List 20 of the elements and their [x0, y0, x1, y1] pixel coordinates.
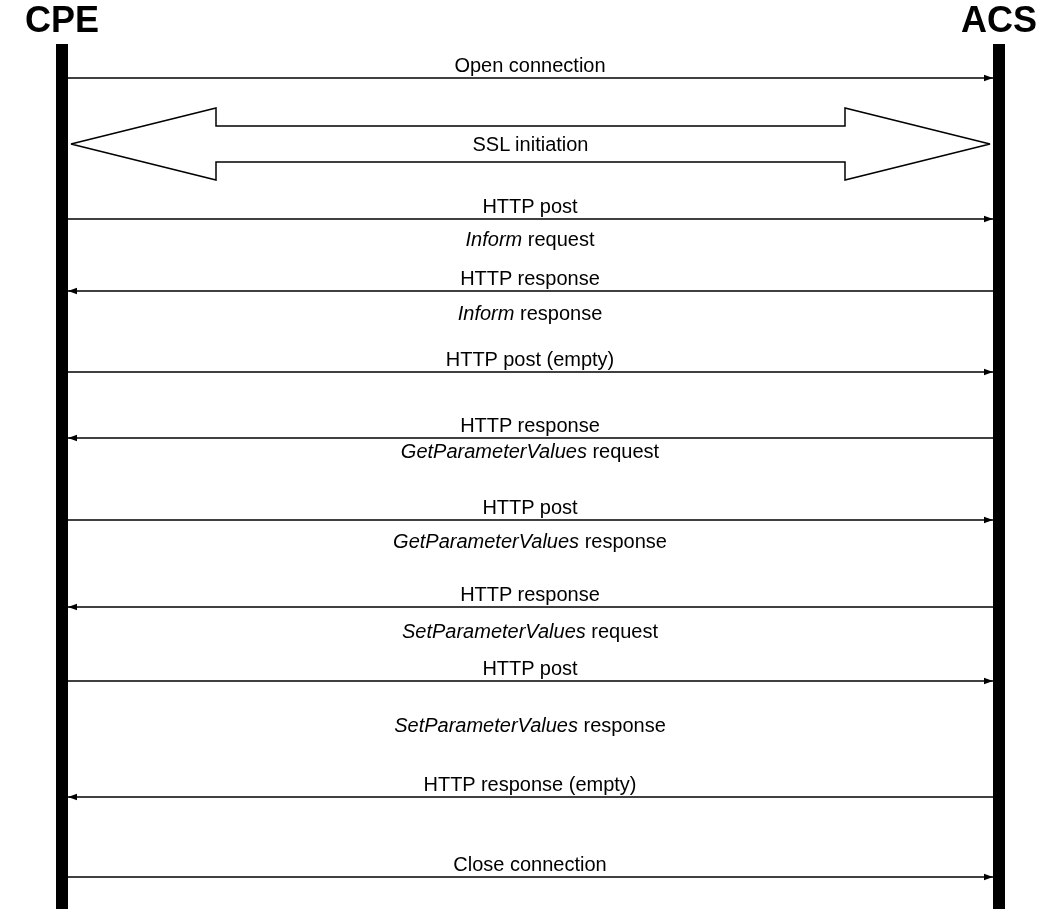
- message-note: Inform response: [455, 302, 605, 324]
- participant-name: CPE: [25, 0, 99, 42]
- arrow: [67, 74, 994, 82]
- arrow: [67, 677, 994, 685]
- arrow: [67, 215, 994, 223]
- arrow: [67, 516, 994, 524]
- message-note: Inform request: [463, 228, 597, 250]
- participant-name: ACS: [961, 0, 1037, 42]
- double-block-arrow: [70, 107, 991, 181]
- arrow: [67, 873, 994, 881]
- edge-label: Open connection: [452, 54, 608, 76]
- message-note: GetParameterValues request: [398, 440, 662, 462]
- arrow: [67, 434, 994, 442]
- message-note: GetParameterValues response: [391, 530, 669, 552]
- arrow: [67, 287, 994, 295]
- arrow: [67, 793, 994, 801]
- message-note: SetParameterValues response: [392, 714, 668, 736]
- message-note: SetParameterValues request: [399, 620, 661, 642]
- arrow: [67, 603, 994, 611]
- arrow: [67, 368, 994, 376]
